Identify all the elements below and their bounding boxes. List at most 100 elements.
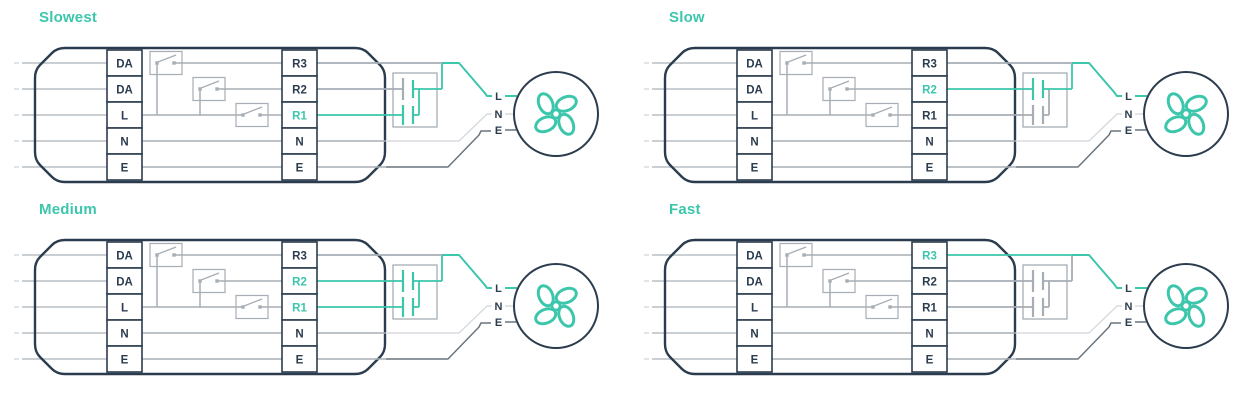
- fan-terminal-e: E: [495, 125, 502, 137]
- wire-live-feed: [442, 254, 492, 289]
- terminal-label: L: [751, 303, 758, 315]
- fan-terminal-e: E: [1125, 317, 1132, 329]
- fan-blade: [536, 92, 555, 116]
- fan-hub: [550, 108, 562, 120]
- diagram-title: Fast: [669, 201, 701, 218]
- right-terminal-n: N: [281, 127, 318, 155]
- terminal-label: R3: [292, 59, 307, 71]
- left-terminal-l-2: L: [736, 101, 773, 129]
- right-terminal-r2: R2: [281, 75, 318, 103]
- terminal-label: DA: [746, 277, 763, 289]
- fan-terminal-n: N: [495, 109, 503, 121]
- terminal-label: N: [750, 329, 758, 341]
- right-terminal-e: E: [281, 345, 318, 373]
- right-terminal-n: N: [911, 127, 948, 155]
- open-switch-icon-1: [155, 246, 177, 257]
- left-terminal-e-4: E: [736, 153, 773, 181]
- fan-terminal-e: E: [495, 317, 502, 329]
- fan-terminal-e: E: [1125, 125, 1132, 137]
- fan-propeller-icon: [1164, 284, 1208, 328]
- left-terminal-l-2: L: [106, 293, 143, 321]
- left-terminal-l-2: L: [106, 101, 143, 129]
- open-switch-icon-2: [828, 272, 850, 283]
- right-terminal-r3: R3: [911, 49, 948, 77]
- wire-live-feed: [442, 62, 492, 97]
- terminal-label: DA: [116, 85, 133, 97]
- left-terminal-n-3: N: [736, 319, 773, 347]
- wire-neutral: [1016, 113, 1122, 142]
- terminal-label: R2: [922, 277, 937, 289]
- fan-hub: [1180, 300, 1192, 312]
- left-terminal-da-1: DA: [106, 267, 143, 295]
- terminal-label: L: [121, 303, 128, 315]
- terminal-label: R2: [292, 277, 307, 289]
- fan-blade: [557, 112, 576, 136]
- open-switch-icon-2: [198, 272, 220, 283]
- right-terminal-r1: R1: [911, 293, 948, 321]
- diagram-title: Slowest: [39, 9, 97, 26]
- left-terminal-da-0: DA: [106, 241, 143, 269]
- fan-blade: [534, 115, 558, 134]
- fan-blade: [1166, 92, 1185, 116]
- terminal-label: R1: [922, 303, 937, 315]
- left-terminal-da-1: DA: [736, 75, 773, 103]
- terminal-label: N: [120, 329, 128, 341]
- left-terminal-e-4: E: [106, 345, 143, 373]
- terminal-label: L: [751, 111, 758, 123]
- fan-terminal-n: N: [1125, 301, 1133, 313]
- terminal-label: E: [926, 355, 934, 367]
- capacitor-box: [1022, 72, 1068, 128]
- left-terminal-da-0: DA: [106, 49, 143, 77]
- capacitor-box: [1022, 264, 1068, 320]
- fan: LNE: [1125, 71, 1229, 157]
- capacitor-box: [392, 264, 438, 320]
- left-terminal-n-3: N: [106, 319, 143, 347]
- fan-blade: [1164, 307, 1188, 326]
- terminal-label: DA: [746, 251, 763, 263]
- open-switch-icon-2: [198, 80, 220, 91]
- terminal-label: N: [925, 329, 933, 341]
- capacitor-box: [392, 72, 438, 128]
- terminal-label: E: [296, 163, 304, 175]
- open-switch-icon-3: [241, 106, 263, 117]
- terminal-label: R3: [922, 59, 937, 71]
- device-outline: [663, 46, 1017, 184]
- left-terminal-l-2: L: [736, 293, 773, 321]
- terminal-label: E: [751, 163, 759, 175]
- right-terminal-r1: R1: [911, 101, 948, 129]
- fan-hub: [1180, 108, 1192, 120]
- fan-terminal-l: L: [1125, 91, 1132, 103]
- fan-blade: [1187, 304, 1206, 328]
- left-terminal-n-3: N: [106, 127, 143, 155]
- terminal-label: E: [121, 163, 129, 175]
- fan-blade: [1166, 284, 1185, 308]
- terminal-label: DA: [116, 277, 133, 289]
- left-terminal-da-1: DA: [736, 267, 773, 295]
- wire-earth: [1016, 322, 1121, 360]
- fan-hub: [550, 300, 562, 312]
- fan-propeller-icon: [534, 92, 578, 136]
- terminal-label: N: [750, 137, 758, 149]
- diagram-title: Slow: [669, 9, 705, 26]
- fan-blade: [1184, 286, 1208, 305]
- terminal-label: R2: [922, 85, 937, 97]
- terminal-label: E: [296, 355, 304, 367]
- terminal-label: R2: [292, 85, 307, 97]
- wire-neutral: [1016, 305, 1122, 334]
- fan-terminal-l: L: [495, 283, 502, 295]
- terminal-label: L: [121, 111, 128, 123]
- right-terminal-r3: R3: [911, 241, 948, 269]
- terminal-label: N: [120, 137, 128, 149]
- fan: LNE: [1125, 263, 1229, 349]
- fan: LNE: [495, 71, 599, 157]
- open-switch-icon-1: [785, 54, 807, 65]
- device-outline: [33, 46, 387, 184]
- fan-terminal-n: N: [495, 301, 503, 313]
- terminal-label: E: [121, 355, 129, 367]
- right-terminal-n: N: [281, 319, 318, 347]
- terminal-label: R3: [922, 251, 937, 263]
- right-terminal-e: E: [911, 153, 948, 181]
- open-switch-icon-3: [241, 298, 263, 309]
- fan-blade: [557, 304, 576, 328]
